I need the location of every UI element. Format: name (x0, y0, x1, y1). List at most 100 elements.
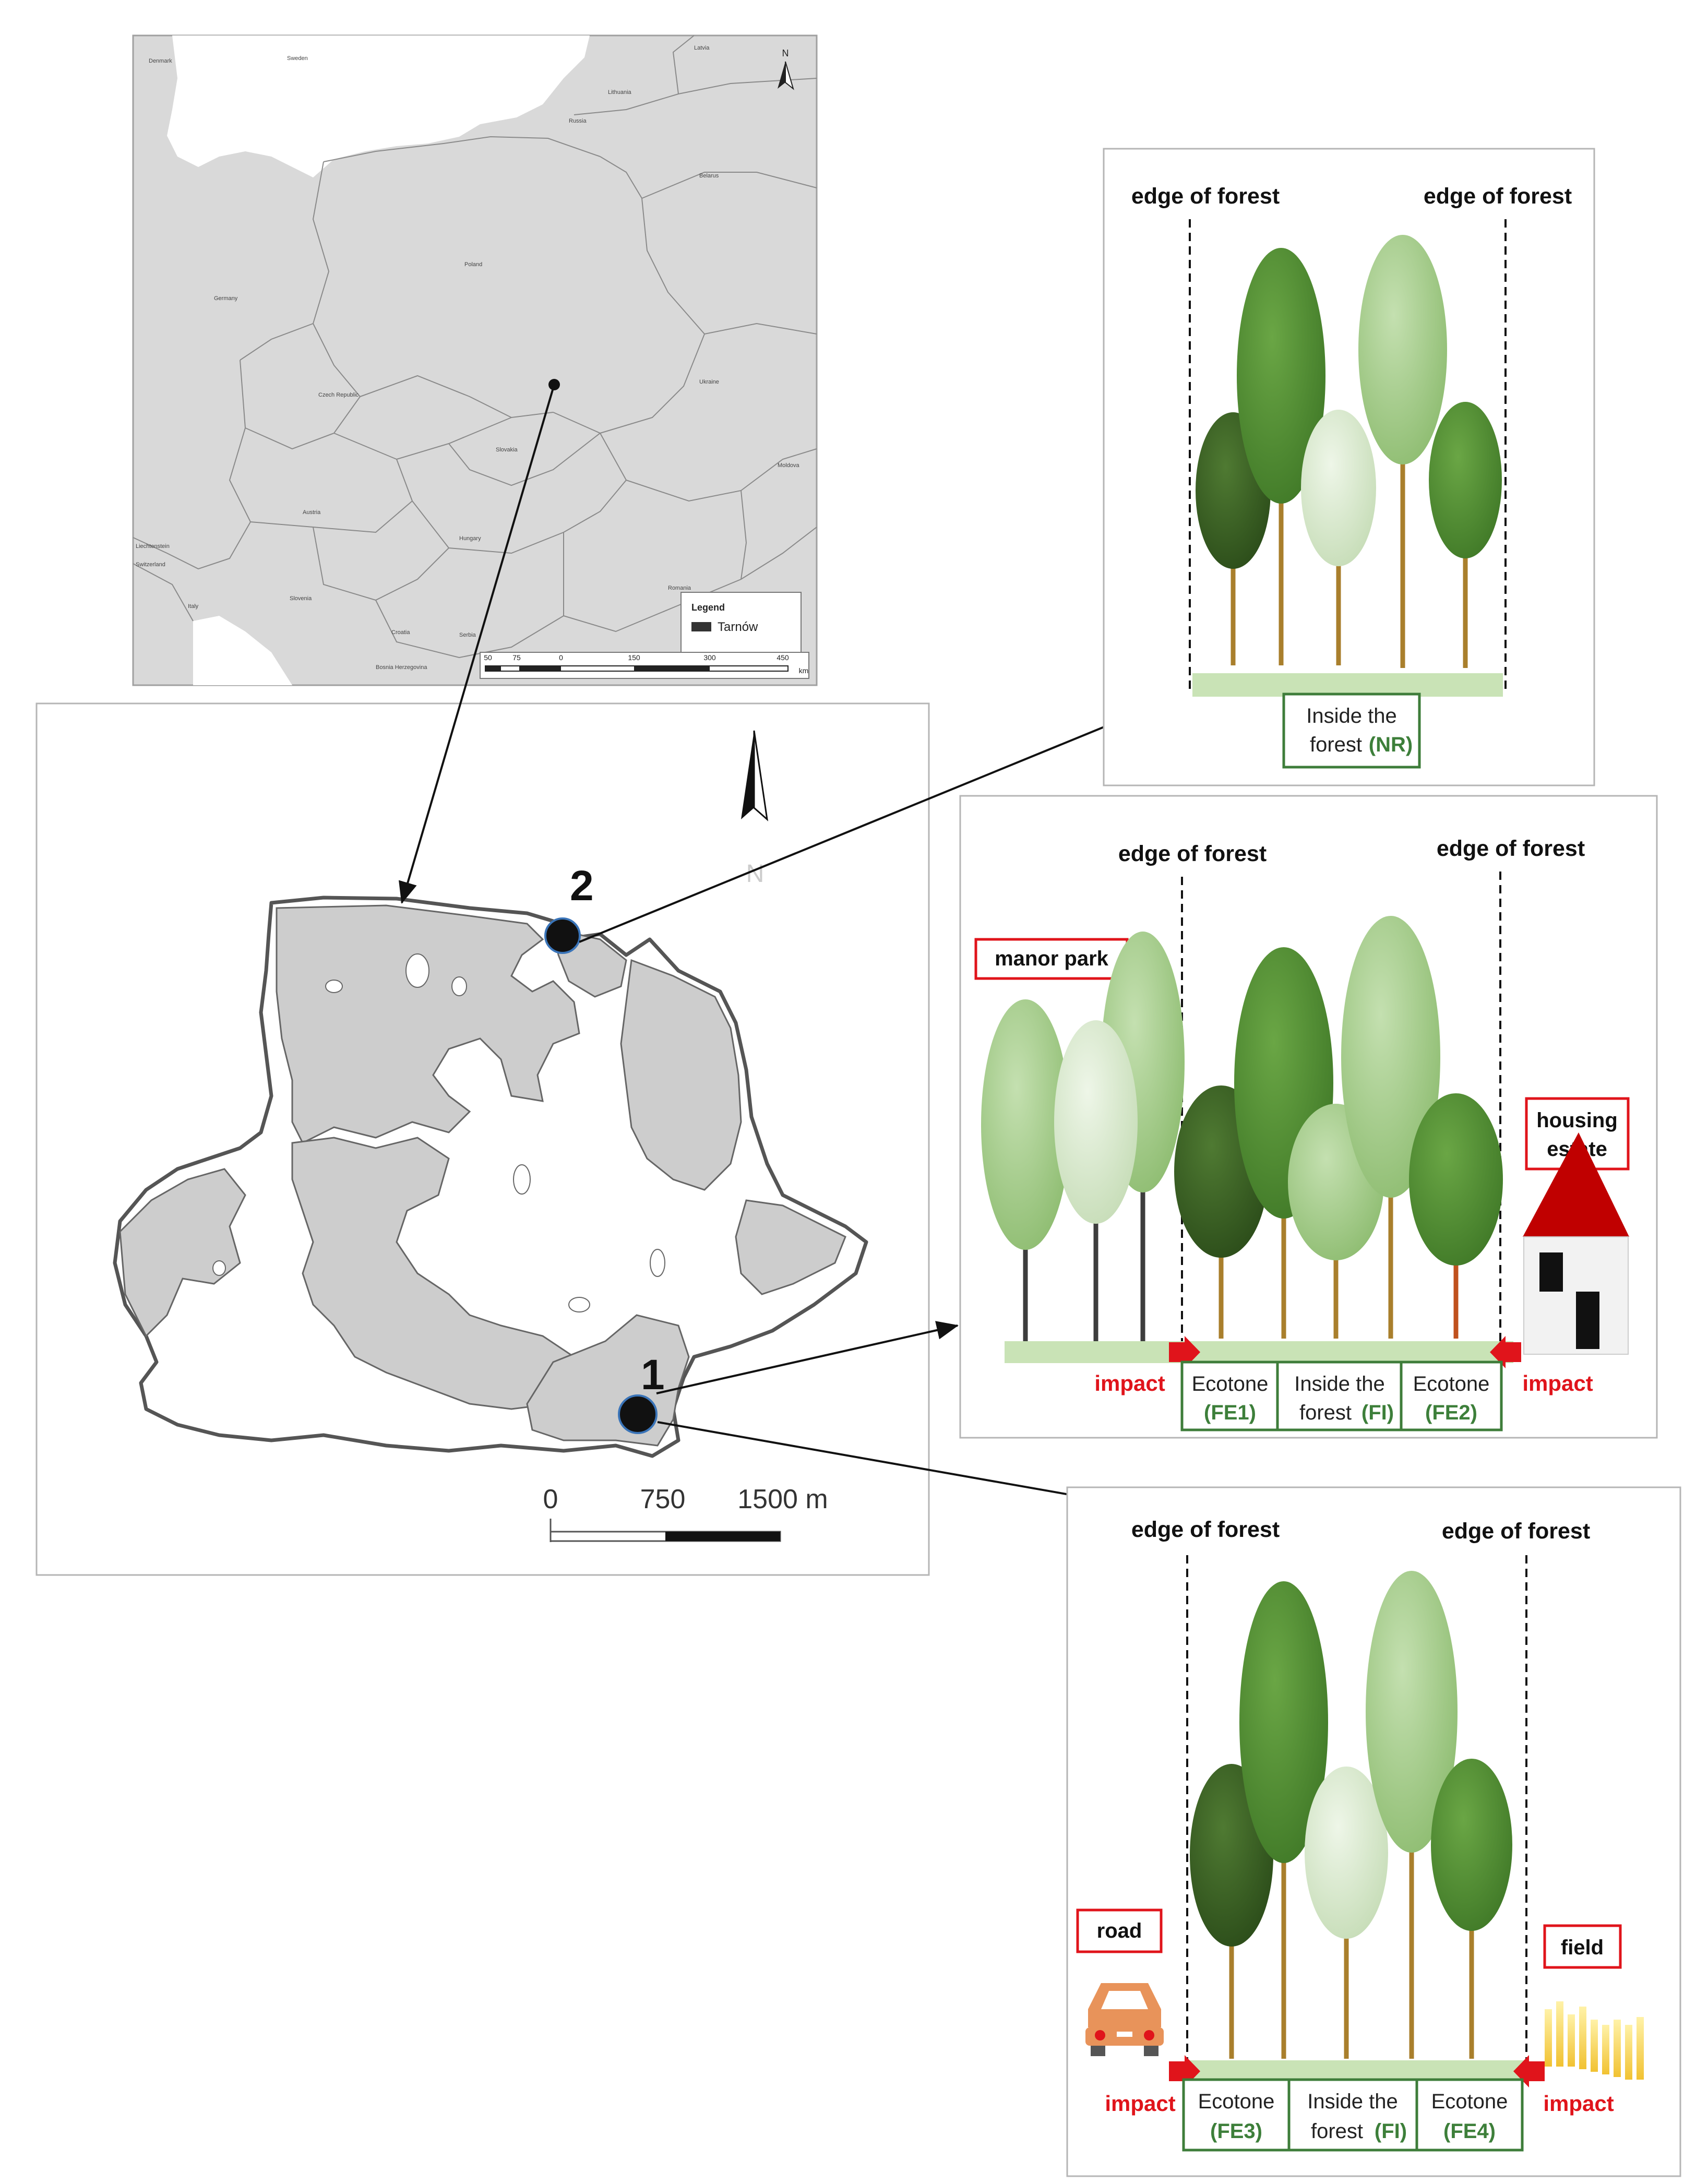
country-label: Slovenia (290, 595, 312, 602)
svg-text:(FE4): (FE4) (1443, 2120, 1496, 2143)
country-label: Slovakia (496, 447, 518, 453)
edge-label: edge of forest (1131, 1517, 1280, 1542)
svg-text:(FE1): (FE1) (1204, 1401, 1256, 1424)
tree-group (1196, 235, 1502, 668)
panel-site-1: edge of forest edge of forest manor park (959, 795, 1658, 1439)
svg-text:150: 150 (628, 653, 640, 662)
car-icon (1085, 1983, 1164, 2056)
edge-label: edge of forest (1442, 1519, 1590, 1544)
forest-patch (119, 1168, 246, 1338)
city-scale-bar: 0 750 1500 m (543, 1484, 828, 1542)
svg-text:Inside the: Inside the (1306, 705, 1396, 727)
svg-text:450: 450 (777, 653, 789, 662)
country-label: Germany (214, 295, 238, 302)
road-label: road (1097, 1919, 1142, 1942)
country-label: Poland (464, 261, 482, 268)
ground-strip (1005, 1341, 1513, 1363)
svg-text:0: 0 (543, 1484, 558, 1514)
park-trees (981, 932, 1185, 1341)
tree-crown (981, 999, 1070, 1250)
impact-arrow-icon (1169, 1336, 1200, 1368)
label-box (1525, 1097, 1630, 1171)
svg-text:(FI): (FI) (1361, 1401, 1394, 1424)
svg-text:forest: forest (1311, 2120, 1363, 2143)
svg-text:forest: forest (1299, 1401, 1352, 1424)
svg-text:(FE3): (FE3) (1210, 2120, 1262, 2143)
zone-box (1282, 693, 1421, 769)
svg-text:Legend: Legend (691, 602, 725, 613)
panel-site-2: edge of forest edge of forest road (1066, 1486, 1681, 2177)
svg-text:Inside the: Inside the (1307, 2090, 1398, 2113)
country-label: Italy (188, 603, 199, 610)
country-label: Liechtenstein (136, 543, 170, 550)
tree-crown (1429, 402, 1502, 558)
country-label: Austria (303, 509, 321, 516)
svg-text:1500 m: 1500 m (737, 1484, 828, 1514)
svg-text:(NR): (NR) (1369, 733, 1413, 756)
country-label: Bosnia Herzegovina (376, 664, 427, 671)
edge-label: edge of forest (1131, 184, 1280, 209)
svg-text:75: 75 (512, 653, 521, 662)
tree-group (1174, 916, 1503, 1339)
country-label: Switzerland (136, 562, 165, 568)
label-box (1076, 1908, 1163, 1953)
country-label: Croatia (391, 629, 410, 636)
svg-text:Inside the: Inside the (1294, 1373, 1384, 1395)
manor-park-label: manor park (995, 947, 1109, 970)
country-label: Sweden (287, 55, 308, 62)
svg-text:300: 300 (703, 653, 716, 662)
zone-box (1182, 2078, 1291, 2152)
site-2-marker (544, 917, 581, 954)
tree-crown (1358, 235, 1447, 464)
edge-label: edge of forest (1424, 184, 1572, 209)
country-label: Denmark (149, 58, 172, 64)
svg-text:50: 50 (484, 653, 492, 662)
housing-estate-label: housing (1536, 1109, 1618, 1132)
site-1-label: 1 (641, 1351, 665, 1399)
field-crops-icon (1545, 2001, 1644, 2080)
country-label: Moldova (778, 462, 799, 469)
country-label: Belarus (699, 173, 719, 179)
svg-text:(FE2): (FE2) (1425, 1401, 1477, 1424)
svg-text:Ecotone: Ecotone (1431, 2090, 1508, 2113)
svg-text:Ecotone: Ecotone (1198, 2090, 1275, 2113)
country-label: Romania (668, 585, 691, 591)
europe-map: Denmark Sweden Lithuania Latvia Russia B… (132, 34, 818, 686)
tree-crown (1237, 248, 1325, 504)
north-arrow-icon: N (741, 730, 769, 888)
baltic-sea (167, 35, 590, 177)
country-label: Ukraine (699, 379, 719, 385)
country-label: Latvia (694, 45, 710, 51)
edge-label: edge of forest (1437, 836, 1585, 861)
site-2-label: 2 (570, 862, 594, 910)
tree-crown (1431, 1759, 1512, 1931)
edge-label: edge of forest (1118, 841, 1267, 866)
house-icon (1523, 1132, 1629, 1355)
svg-text:Tarnów: Tarnów (718, 620, 758, 634)
svg-text:N: N (782, 48, 789, 58)
svg-text:750: 750 (640, 1484, 686, 1514)
tree-crown (1054, 1020, 1138, 1224)
svg-text:Ecotone: Ecotone (1192, 1373, 1269, 1395)
impact-label: impact (1105, 2091, 1175, 2116)
impact-arrow-icon (1490, 1336, 1521, 1368)
site-1-marker (618, 1394, 658, 1434)
svg-text:0: 0 (559, 653, 563, 662)
tree-crown (1301, 410, 1376, 566)
zone-box (1276, 1360, 1403, 1431)
legend-swatch (691, 622, 711, 631)
tree-crown (1409, 1093, 1503, 1266)
zone-box (1287, 2078, 1418, 2152)
legend: Legend Tarnów (680, 592, 802, 653)
svg-text:km: km (799, 666, 809, 675)
zone-box (1180, 1360, 1279, 1431)
north-arrow-icon: N (778, 48, 794, 90)
impact-label: impact (1543, 2091, 1614, 2116)
country-label: Hungary (459, 535, 481, 542)
forest-patch (620, 959, 742, 1191)
city-map: N 2 1 0 750 (35, 702, 930, 1576)
tree-crown (1305, 1767, 1388, 1939)
tree-group (1190, 1571, 1512, 2059)
country-label: Russia (569, 118, 587, 124)
tree-crown (1239, 1581, 1328, 1863)
